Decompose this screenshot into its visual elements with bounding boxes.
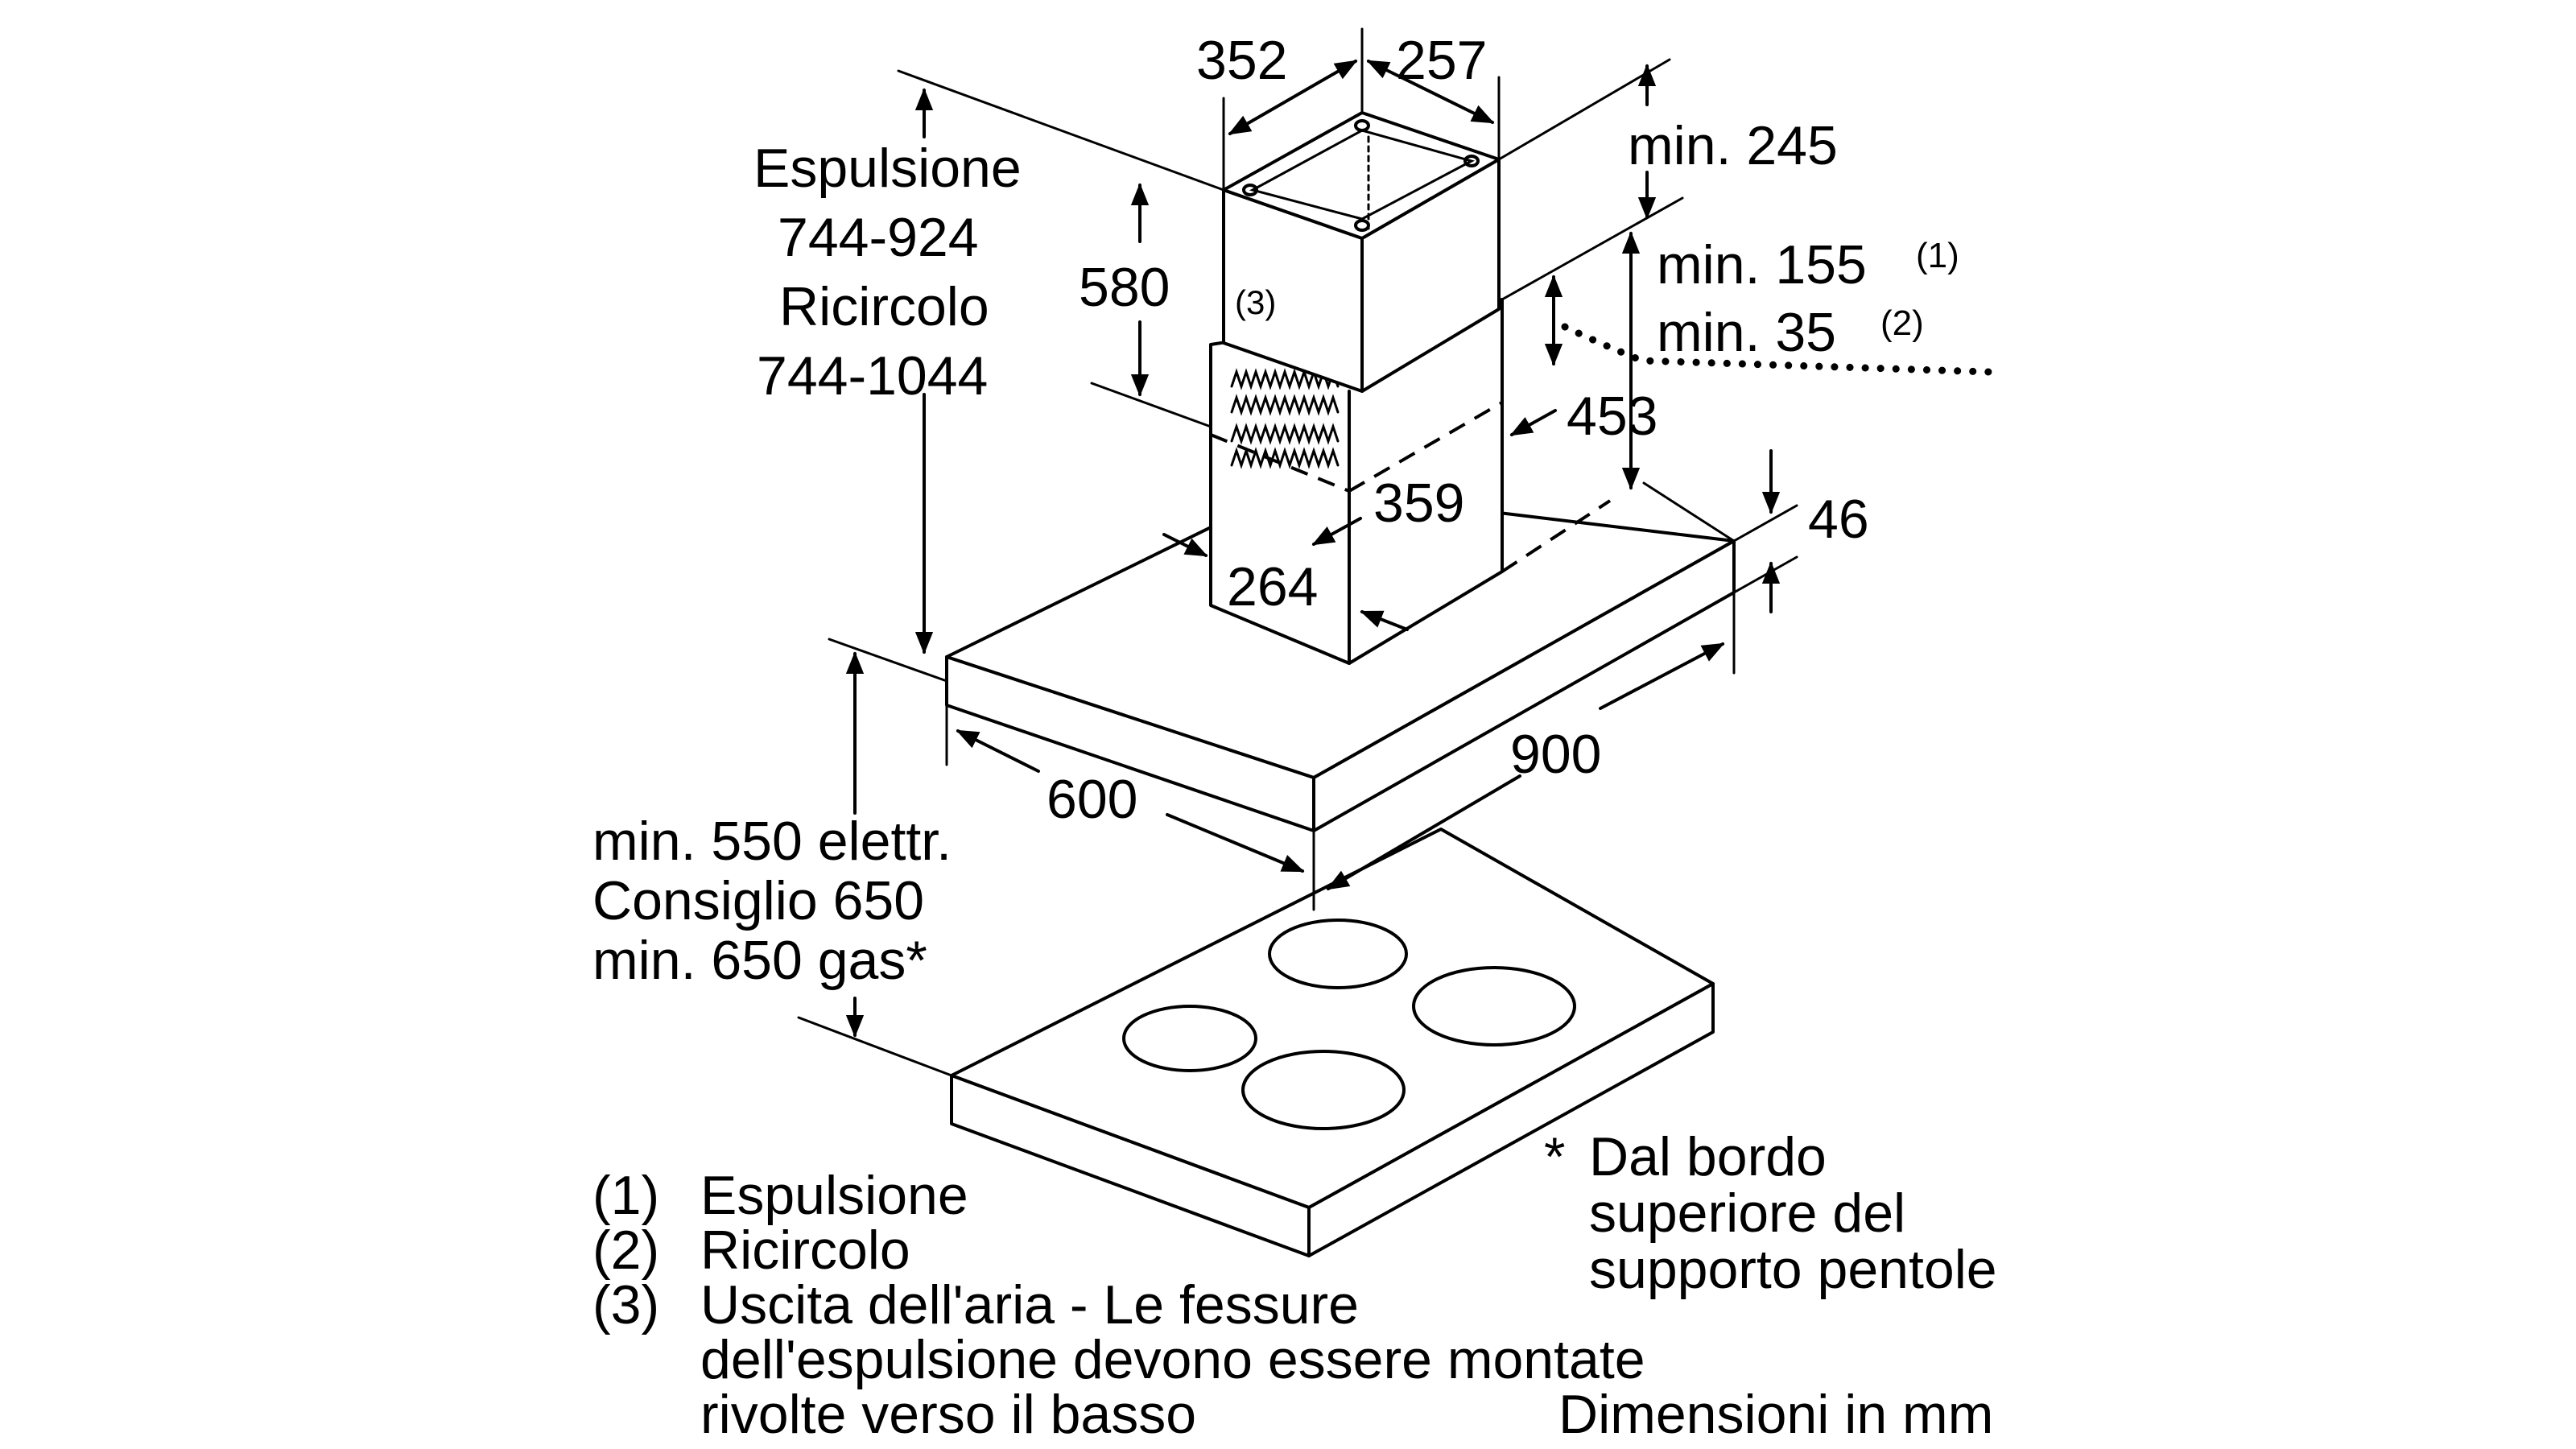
cooktop-distance-line3: min. 650 gas*	[592, 930, 927, 991]
footnote-line2: superiore del	[1589, 1183, 1905, 1244]
legend: (1) Espulsione (2) Ricircolo (3) Uscita …	[592, 1165, 1645, 1445]
height-range-line1: Espulsione	[753, 138, 1022, 199]
chimney-upper	[1222, 111, 1501, 393]
legend-text: Uscita dell'aria - Le fessure	[700, 1274, 1359, 1335]
cooktop-distance-line2: Consiglio 650	[592, 870, 924, 931]
cooktop	[950, 828, 1715, 1257]
footnote-line1: Dal bordo	[1589, 1126, 1827, 1187]
burner-right	[1412, 966, 1576, 1046]
air-outlet-slots	[1230, 368, 1340, 469]
dim-min-35-ref: (2)	[1880, 303, 1924, 343]
dimension-labels: 352 257 min. 245 580 min. 155 (1) min. 3…	[592, 30, 1959, 991]
legend-num: (1)	[592, 1165, 659, 1226]
dim-min-155-ref: (1)	[1916, 236, 1959, 275]
legend-text: Espulsione	[700, 1165, 968, 1226]
cooktop-distance-line1: min. 550 elettr.	[592, 811, 952, 872]
dim-453: 453	[1567, 386, 1657, 447]
burner-back	[1268, 919, 1408, 989]
dim-min-245: min. 245	[1628, 115, 1838, 176]
dim-264: 264	[1227, 556, 1318, 617]
legend-text: rivolte verso il basso	[700, 1384, 1196, 1445]
chimney-lower	[1209, 298, 1504, 665]
legend-num: (2)	[592, 1220, 659, 1281]
dim-900: 900	[1510, 724, 1601, 785]
legend-text: Ricircolo	[700, 1220, 910, 1281]
burner-front	[1241, 1050, 1406, 1130]
footnote-star: *	[1544, 1126, 1565, 1187]
legend-num: (3)	[592, 1274, 659, 1335]
dim-min-35: min. 35	[1657, 302, 1836, 363]
dim-min-155: min. 155	[1657, 234, 1867, 295]
dim-580: 580	[1079, 257, 1170, 318]
dim-257: 257	[1396, 30, 1487, 91]
height-range-line3: Ricircolo	[779, 276, 989, 337]
footnote-line3: supporto pentole	[1589, 1239, 1997, 1300]
air-outlet-ref: (3)	[1235, 283, 1276, 321]
footnote: * Dal bordo superiore del supporto pento…	[1544, 1126, 1997, 1300]
units-note: Dimensioni in mm	[1558, 1384, 1993, 1445]
height-range-line2: 744-924	[778, 207, 979, 268]
dim-46: 46	[1808, 489, 1869, 550]
burner-left	[1122, 1005, 1257, 1072]
dim-352: 352	[1196, 30, 1287, 91]
dim-359: 359	[1373, 473, 1464, 534]
height-range-line4: 744-1044	[757, 345, 988, 407]
dim-600: 600	[1046, 769, 1137, 830]
dimension-lines	[797, 27, 1992, 1077]
legend-text: dell'espulsione devono essere montate	[700, 1329, 1645, 1390]
